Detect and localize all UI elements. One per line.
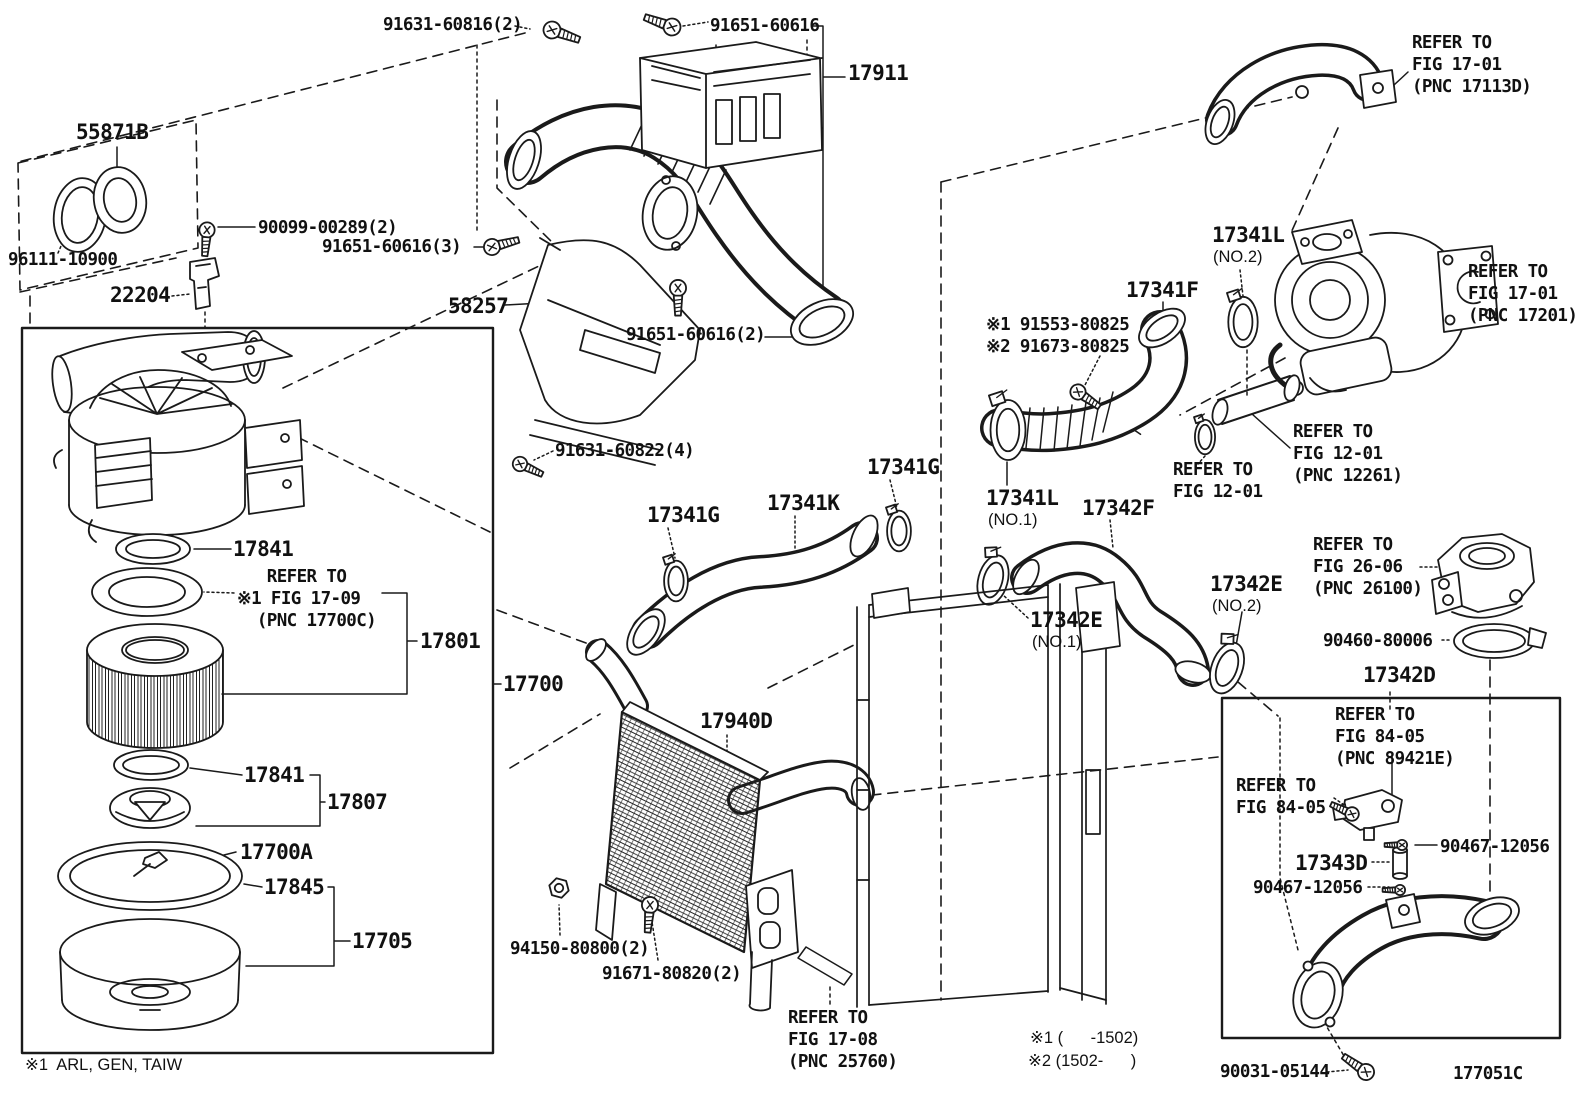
- label-91553-80825: ※1 91553-80825: [986, 315, 1130, 335]
- sensor-22204: [190, 258, 219, 309]
- label-55871b: 55871B: [76, 120, 149, 144]
- label-91651-60616-2: 91651-60616(2): [626, 325, 766, 345]
- label-17341l-no2: 17341L: [1212, 223, 1285, 247]
- label-17940d: 17940D: [700, 709, 773, 733]
- label-17341l-no1-sub: (NO.1): [988, 511, 1038, 529]
- label-note-1502b: ※2 (1502- ): [1028, 1052, 1137, 1070]
- pipe-17342d-box: [1222, 698, 1560, 1038]
- dotted-leader-lines: [58, 22, 1467, 1072]
- air-cleaner-housing: [49, 331, 304, 542]
- label-58257: 58257: [448, 294, 509, 318]
- label-90099-00289: 90099-00289(2): [258, 218, 398, 238]
- label-refer-fig84-05: REFER TO FIG 84-05: [1236, 776, 1326, 818]
- case-17705: [60, 919, 240, 1030]
- label-91651-60616-3: 91651-60616(3): [322, 237, 462, 257]
- label-17343d: 17343D: [1295, 851, 1368, 875]
- label-90467-12056-lower: 90467-12056: [1253, 878, 1363, 898]
- label-note-1502a: ※1 ( -1502): [1030, 1029, 1139, 1047]
- label-17341l-no2-sub: (NO.2): [1213, 248, 1263, 266]
- ring-55871b: [89, 163, 152, 237]
- label-refer-fig17-08: REFER TO FIG 17-08 (PNC 25760): [788, 1008, 898, 1072]
- label-17911: 17911: [848, 61, 909, 85]
- label-17342e-no2: 17342E: [1210, 572, 1283, 596]
- inlet-pipe-17113d: [1200, 60, 1396, 148]
- label-drawing-code: 177051C: [1453, 1064, 1523, 1084]
- clamp-90460-80006: [1454, 624, 1546, 658]
- label-91651-60616: 91651-60616: [710, 16, 820, 36]
- label-17845: 17845: [264, 875, 325, 899]
- label-17341l-no1: 17341L: [986, 486, 1059, 510]
- label-17705: 17705: [352, 929, 413, 953]
- intake-hose-17911: [500, 116, 860, 354]
- gasket-17841-lower: [114, 750, 188, 780]
- hose-17341k: [620, 511, 884, 661]
- elbow-pipe-17342d: [1286, 890, 1524, 1033]
- filter-element-17801: [87, 624, 223, 748]
- label-refer-fig12-01: REFER TO FIG 12-01: [1173, 460, 1263, 502]
- label-17841-lower: 17841: [244, 763, 305, 787]
- resonator-box: [640, 42, 822, 168]
- label-refer-fig17-01-17113d: REFER TO FIG 17-01 (PNC 17113D): [1412, 33, 1532, 97]
- label-refer-fig26-06: REFER TO FIG 26-06 (PNC 26100): [1313, 535, 1423, 599]
- hose-17342f: [1008, 556, 1213, 687]
- label-17342e-no2-sub: (NO.2): [1212, 597, 1262, 615]
- air-cleaner-assembly-box: [22, 328, 493, 1053]
- radiator: [857, 582, 1120, 1007]
- label-22204: 22204: [110, 283, 171, 307]
- pipe-12261: [1210, 374, 1302, 427]
- label-91631-60822: 91631-60822(4): [555, 441, 695, 461]
- label-17342e-no1-sub: (NO.1): [1032, 633, 1082, 651]
- label-refer-fig17-09: REFER TO ※1 FIG 17-09 (PNC 17700C): [237, 567, 377, 631]
- sensor-89421e: [1333, 790, 1402, 840]
- label-17341g-right: 17341G: [867, 455, 940, 479]
- label-17342e-no1: 17342E: [1030, 608, 1103, 632]
- label-17341g-left: 17341G: [647, 503, 720, 527]
- label-17700: 17700: [503, 672, 564, 696]
- label-refer-fig17-01-17201: REFER TO FIG 17-01 (PNC 17201): [1468, 262, 1578, 326]
- label-90467-12056-upper: 90467-12056: [1440, 837, 1550, 857]
- air-duct-58257: [520, 238, 700, 465]
- label-17342d: 17342D: [1363, 663, 1436, 687]
- label-17342f: 17342F: [1082, 496, 1155, 520]
- outlet-flange-ring: [637, 172, 703, 254]
- label-90460-80006: 90460-80006: [1323, 631, 1433, 651]
- label-footnote-arl: ※1 ARL, GEN, TAIW: [25, 1056, 183, 1074]
- cover-17845: [58, 842, 242, 910]
- label-17341f: 17341F: [1126, 278, 1199, 302]
- label-91631-60816: 91631-60816(2): [383, 15, 523, 35]
- turbocharger: [1271, 220, 1498, 397]
- label-17801: 17801: [420, 629, 481, 653]
- intercooler-17940d: [582, 636, 872, 1011]
- label-17807: 17807: [327, 790, 388, 814]
- label-17341k: 17341K: [767, 491, 840, 515]
- label-96111-10900: 96111-10900: [8, 250, 118, 270]
- label-90031-05144: 90031-05144: [1220, 1062, 1330, 1082]
- gasket-17841-upper: [116, 534, 190, 564]
- label-91671-80820: 91671-80820(2): [602, 964, 742, 984]
- label-91673-80825: ※2 91673-80825: [986, 337, 1130, 357]
- label-refer-fig84-05-89421e: REFER TO FIG 84-05 (PNC 89421E): [1335, 705, 1455, 769]
- gasket-17700c: [92, 568, 202, 616]
- label-17700a: 17700A: [240, 840, 313, 864]
- throttle-body-26100: [1432, 534, 1534, 618]
- label-refer-fig12-01-12261: REFER TO FIG 12-01 (PNC 12261): [1293, 422, 1403, 486]
- spring-plate-17807: [110, 788, 190, 828]
- label-17841-upper: 17841: [233, 537, 294, 561]
- label-94150-80800: 94150-80800(2): [510, 939, 650, 959]
